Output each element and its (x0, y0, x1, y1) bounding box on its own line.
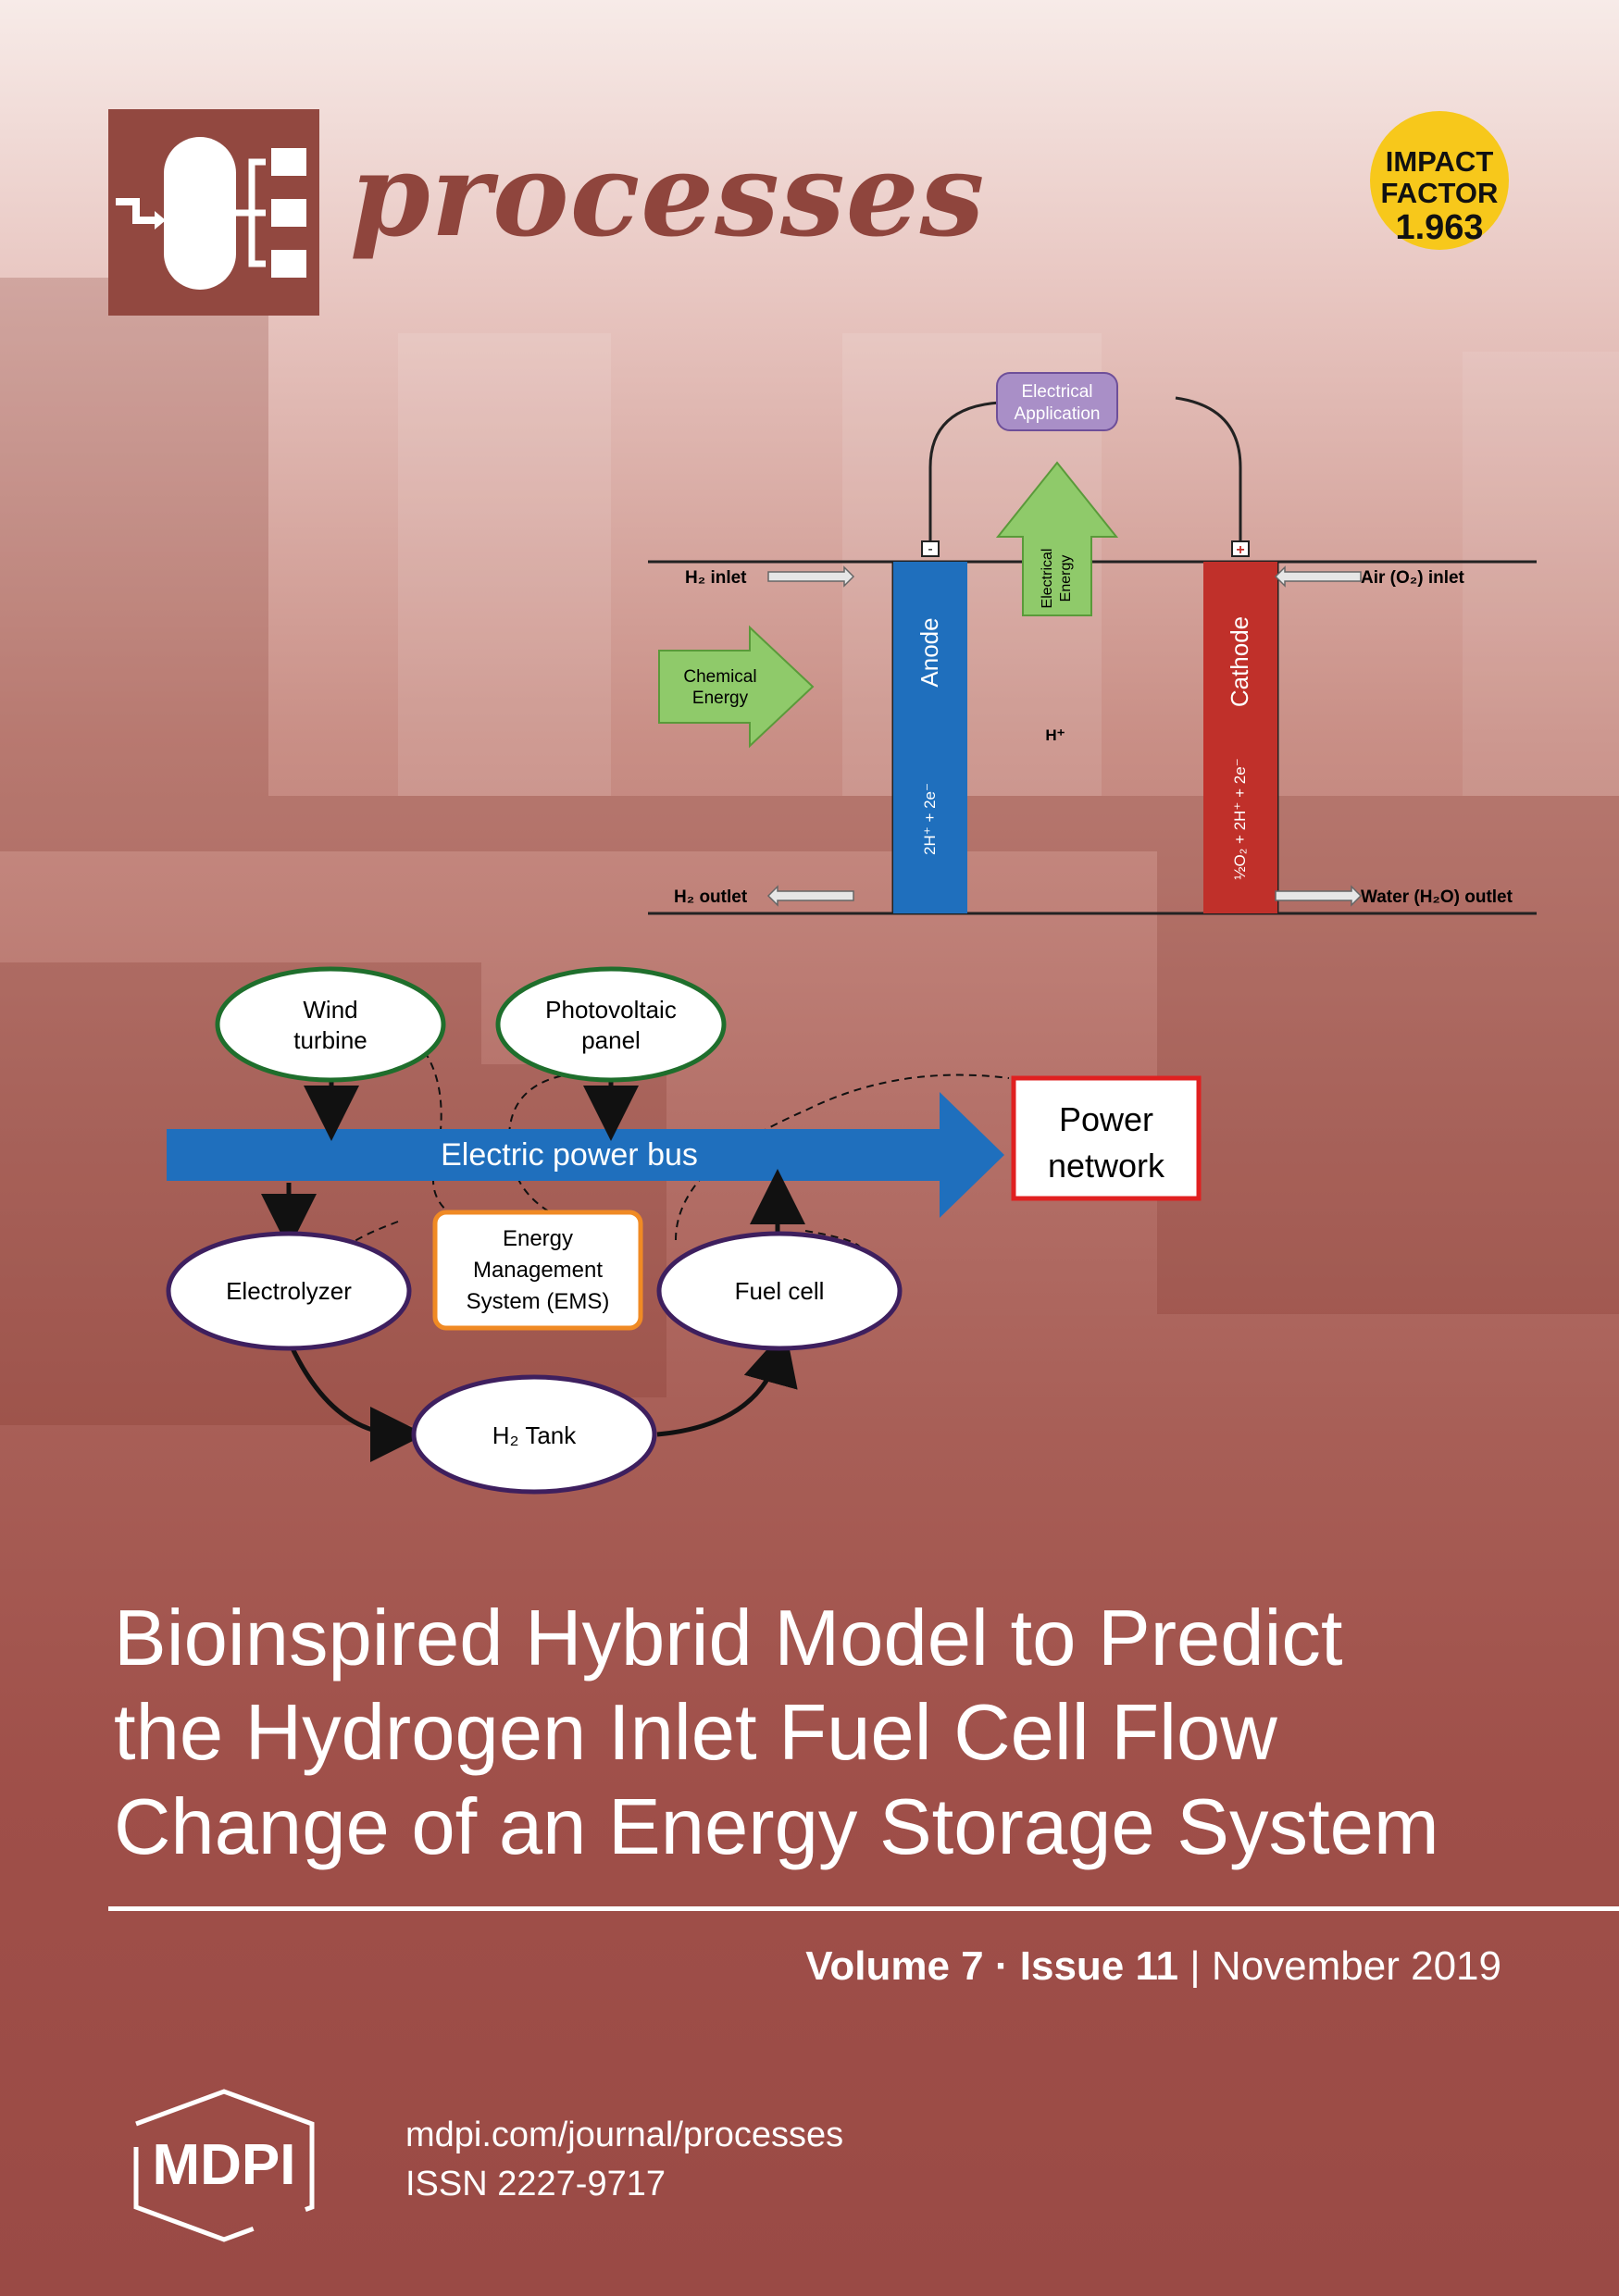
chemical-energy-arrow (658, 625, 815, 749)
anode-reaction: 2H⁺ + 2e⁻ (921, 783, 939, 855)
photovoltaic-node (495, 966, 727, 1083)
journal-name: processes (350, 129, 986, 263)
ems-label-3: System (EMS) (467, 1289, 610, 1314)
electric-power-bus (167, 1092, 1004, 1218)
issue-date: November 2019 (1211, 1943, 1501, 1989)
h2-outlet-label: H₂ outlet (674, 887, 748, 907)
impact-line2: FACTOR (1380, 177, 1499, 209)
minus-sign: - (928, 541, 932, 557)
network-label-1: Power (1059, 1100, 1153, 1138)
title-line-2: the Hydrogen Inlet Fuel Cell Flow (114, 1689, 1277, 1777)
minus-terminal (921, 540, 940, 557)
impact-factor-badge: IMPACT FACTOR 1.963 (1370, 111, 1509, 250)
chemical-energy-label-2: Energy (692, 689, 749, 708)
anode-label: Anode (915, 617, 943, 687)
impact-line1: IMPACT (1385, 145, 1494, 178)
title-divider (108, 1906, 1619, 1911)
cathode-label: Cathode (1226, 616, 1253, 707)
plus-sign: + (1236, 542, 1244, 558)
mdpi-wordmark: MDPI (153, 2133, 296, 2197)
wind-turbine-node (215, 966, 446, 1083)
title-line-3: Change of an Energy Storage System (114, 1783, 1439, 1871)
electrical-application-label-1: Electrical (1021, 382, 1092, 402)
h2-inlet-label: H₂ inlet (685, 568, 747, 588)
fuel-cell-label: Fuel cell (735, 1277, 825, 1305)
electrical-energy-label-2: Energy (1058, 555, 1074, 602)
issn: ISSN 2227-9717 (405, 2165, 666, 2203)
network-label-2: network (1048, 1147, 1165, 1185)
electrical-application-label-2: Application (1015, 404, 1101, 424)
power-network-node (1011, 1075, 1202, 1201)
water-outlet-label: Water (H₂O) outlet (1361, 887, 1513, 907)
tank-label: H₂ Tank (492, 1421, 578, 1449)
electrolyzer-node (166, 1231, 412, 1351)
ems-label-2: Management (473, 1258, 603, 1283)
journal-url[interactable]: mdpi.com/journal/processes (405, 2116, 844, 2154)
electrolyzer-label: Electrolyzer (226, 1277, 352, 1305)
impact-value: 1.963 (1395, 208, 1484, 247)
h2-inlet-arrow (767, 565, 855, 588)
electrical-energy-label-1: Electrical (1040, 549, 1055, 609)
article-title: Bioinspired Hybrid Model to Predict the … (114, 1592, 1558, 1875)
plus-terminal (1231, 540, 1250, 557)
proton-label: H⁺ (1045, 726, 1065, 744)
issue-date-separator: | (1178, 1943, 1212, 1989)
cathode (1203, 562, 1277, 913)
title-line-1: Bioinspired Hybrid Model to Predict (114, 1595, 1343, 1682)
cathode-reaction: ½O₂ + 2H⁺ + 2e⁻ (1231, 758, 1249, 879)
fuel-cell-node (656, 1231, 903, 1351)
pv-label-1: Photovoltaic (545, 996, 677, 1024)
h2-outlet-arrow (766, 885, 854, 907)
ems-node (432, 1210, 643, 1331)
h2-tank-node (411, 1374, 657, 1495)
air-inlet-label: Air (O₂) inlet (1361, 568, 1465, 588)
wind-label-1: Wind (303, 996, 357, 1024)
wind-label-2: turbine (293, 1026, 367, 1054)
chemical-energy-label-1: Chemical (683, 667, 756, 687)
electrical-application-box (996, 372, 1118, 431)
air-inlet-arrow (1274, 565, 1362, 588)
background-photo (0, 278, 1619, 1425)
volume-label: Volume 7 (805, 1943, 984, 1989)
issue-info: Volume 7 · Issue 11 | November 2019 (805, 1939, 1501, 1994)
journal-logo (108, 109, 319, 316)
bus-label: Electric power bus (441, 1137, 698, 1173)
ems-label-1: Energy (503, 1226, 573, 1251)
volume-issue-separator: · (983, 1943, 1020, 1989)
anode (893, 562, 967, 913)
water-outlet-arrow (1275, 885, 1363, 907)
energy-system-diagram: Electric power bus Wind turbine Photovol… (166, 966, 1202, 1495)
fuel-cell-diagram: Electrical Application - + Anode 2H⁺ + 2… (648, 372, 1537, 915)
issue-label: Issue 11 (1019, 1943, 1179, 1989)
mdpi-logo: MDPI (133, 2089, 315, 2242)
process-flow-icon (116, 137, 306, 290)
electrical-energy-arrow (995, 461, 1119, 616)
pv-label-2: panel (581, 1026, 641, 1054)
